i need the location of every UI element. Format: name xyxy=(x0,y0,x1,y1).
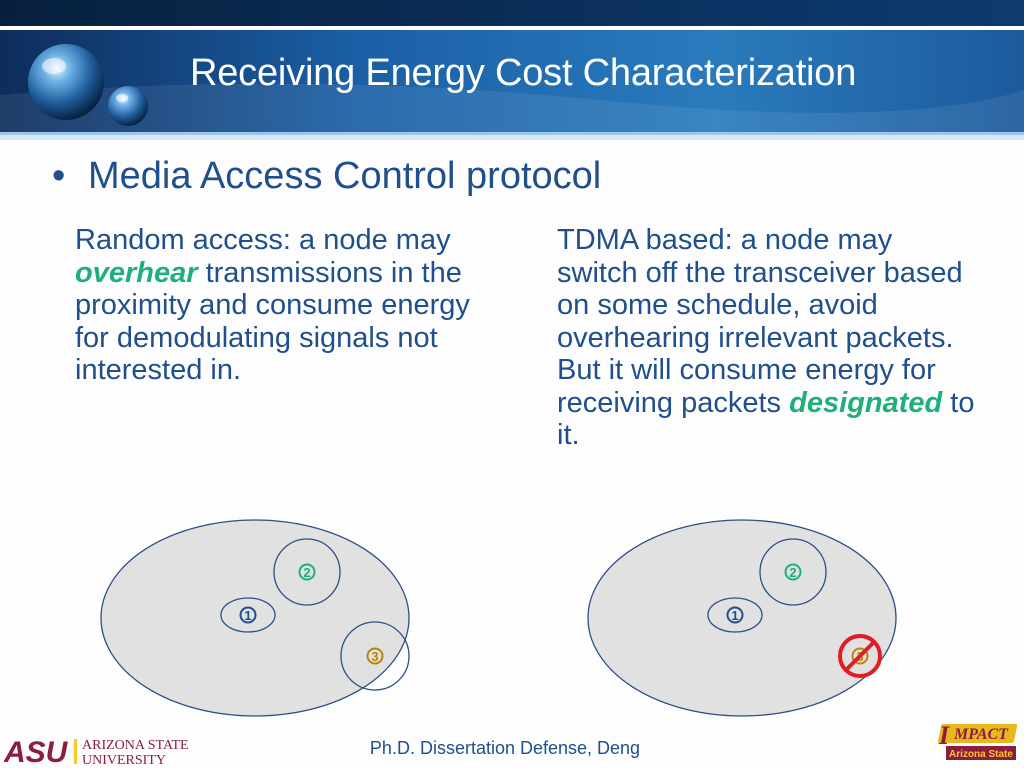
bullet-dot-icon: • xyxy=(52,155,66,197)
node-2: 2 xyxy=(298,563,316,581)
node-2-range-circle xyxy=(759,538,827,606)
impact-logo-subtitle: Arizona State xyxy=(949,749,1013,760)
node-3-range-circle xyxy=(340,621,410,691)
right-paragraph-emphasis: designated xyxy=(789,386,943,419)
node-1-range-ellipse xyxy=(707,597,763,633)
impact-logo: MPACT I Arizona State xyxy=(937,722,1018,760)
node-2-range-circle xyxy=(273,538,341,606)
tdma-diagram: 2 1 3 xyxy=(587,519,897,717)
slide-title: Receiving Energy Cost Characterization xyxy=(190,52,857,94)
footer-text: Ph.D. Dissertation Defense, Deng xyxy=(369,738,641,758)
asu-logo-line2: UNIVERSITY xyxy=(82,753,166,767)
node-2-label: 2 xyxy=(789,565,796,580)
header-background xyxy=(0,0,1024,140)
node-1-label: 1 xyxy=(244,608,251,623)
prohibited-icon xyxy=(838,634,882,678)
node-1: 1 xyxy=(239,606,257,624)
left-paragraph-text-1: Random access: a node may xyxy=(75,224,451,256)
asu-logo-line1: ARIZONA STATE xyxy=(82,738,189,753)
node-1-range-ellipse xyxy=(220,597,276,633)
bullet-text: Media Access Control protocol xyxy=(88,155,602,197)
decorative-orbs xyxy=(28,44,148,126)
node-3: 3 xyxy=(366,647,384,665)
random-access-diagram: 2 1 3 xyxy=(100,519,410,717)
left-paragraph-text-2: transmissions in the proximity and consu… xyxy=(75,256,470,387)
impact-logo-initial: I xyxy=(938,722,950,750)
header-band: Receiving Energy Cost Characterization xyxy=(0,0,1024,140)
left-paragraph-emphasis: overhear xyxy=(75,256,198,289)
node-1-label: 1 xyxy=(731,608,738,623)
random-access-paragraph: Random access: a node may overhear trans… xyxy=(75,224,475,387)
right-paragraph-text-1: TDMA based: a node may switch off the tr… xyxy=(557,224,963,419)
asu-logo-mark: ASU xyxy=(4,736,69,767)
node-2: 2 xyxy=(784,563,802,581)
impact-logo-word: MPACT xyxy=(953,726,1009,743)
node-2-label: 2 xyxy=(303,565,310,580)
node-3-label: 3 xyxy=(371,649,378,664)
bullet-item: • Media Access Control protocol xyxy=(52,155,601,198)
node-1: 1 xyxy=(726,606,744,624)
tdma-paragraph: TDMA based: a node may switch off the tr… xyxy=(557,224,977,452)
asu-logo: ASU ARIZONA STATE UNIVERSITY xyxy=(4,736,189,767)
right-paragraph-text-2: to it. xyxy=(557,386,975,452)
